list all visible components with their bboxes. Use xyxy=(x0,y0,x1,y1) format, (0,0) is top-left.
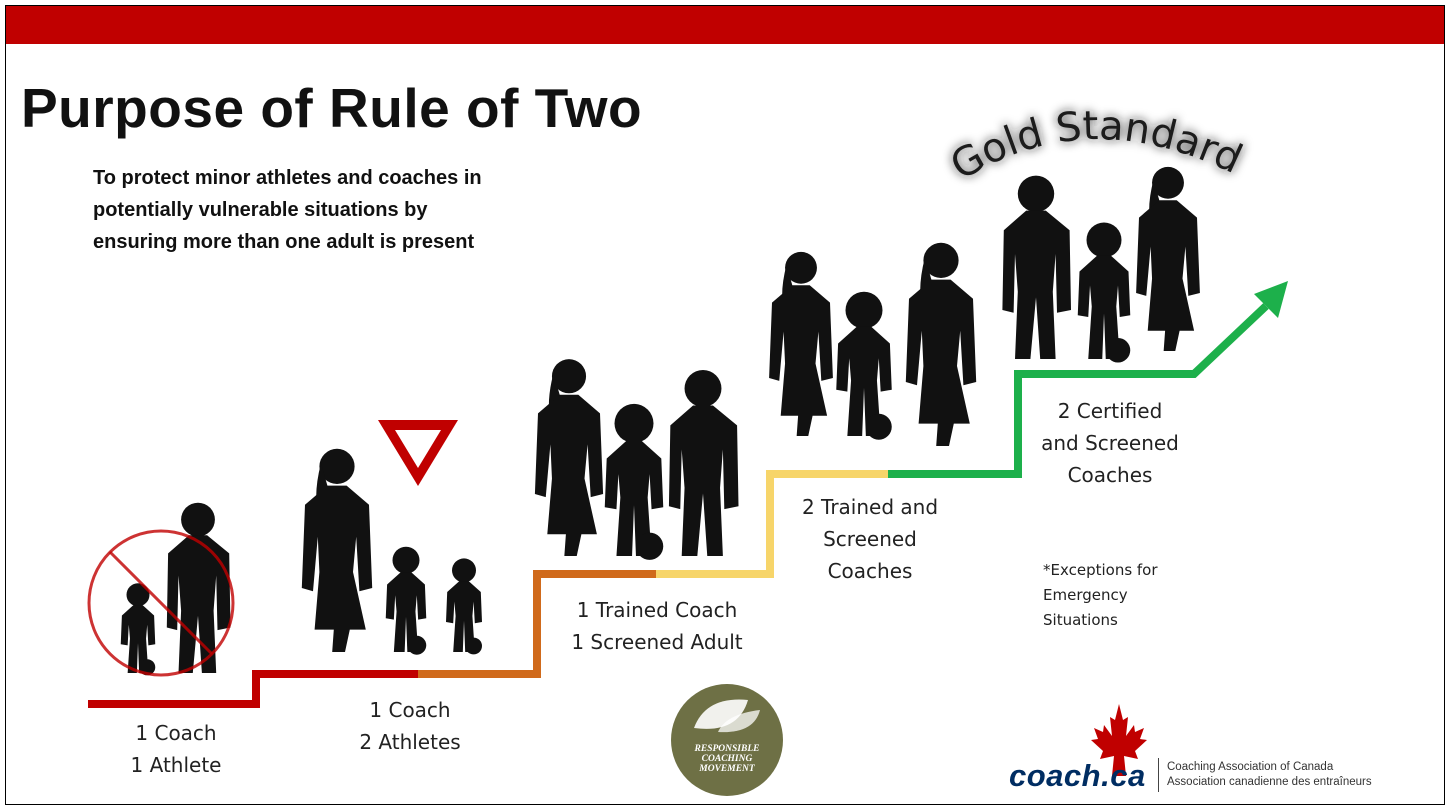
gold-standard-label: Gold Standard xyxy=(943,103,1249,189)
step-line: 2 Trained and xyxy=(801,495,939,519)
staircase-line xyxy=(88,303,1269,708)
leaf-icon xyxy=(694,699,748,729)
exceptions-line: Situations xyxy=(1043,611,1118,629)
purpose-line: ensuring more than one adult is present xyxy=(93,231,475,253)
no-entry-icon xyxy=(87,529,235,677)
purpose-line: To protect minor athletes and coaches in xyxy=(93,167,482,189)
step-label-5: 2 Certified and Screened Coaches xyxy=(1028,395,1192,491)
maple-leaf-icon xyxy=(1091,704,1147,776)
exceptions-line: Emergency xyxy=(1043,586,1128,604)
step-line: Coaches xyxy=(827,559,913,583)
step-label-3: 1 Trained Coach 1 Screened Adult xyxy=(552,594,762,658)
coach-ca-logo: coach.ca xyxy=(1009,758,1146,793)
silhouettes-step-4 xyxy=(769,242,977,446)
rcm-badge xyxy=(671,684,783,796)
step-line: 2 Certified xyxy=(1057,399,1163,423)
slide: Purpose of Rule of Two To protect minor … xyxy=(5,5,1445,805)
purpose-statement: To protect minor athletes and coaches in… xyxy=(93,162,482,258)
arrow-up-right-icon xyxy=(1254,281,1288,318)
org-name-fr: Association canadienne des entraîneurs xyxy=(1167,776,1372,788)
step-line: 1 Coach xyxy=(369,698,451,722)
step-line: Screened xyxy=(823,527,917,551)
step-line: and Screened xyxy=(1041,431,1179,455)
silhouettes-step-2 xyxy=(301,448,482,655)
silhouettes-step-5 xyxy=(1002,166,1200,363)
rcm-badge-text: RESPONSIBLE COACHING MOVEMENT xyxy=(666,744,788,774)
exceptions-line: *Exceptions for xyxy=(1043,561,1158,579)
step-line: 1 Trained Coach xyxy=(576,598,738,622)
step-line: Coaches xyxy=(1067,463,1153,487)
logo-divider xyxy=(1158,758,1159,792)
yield-sign-icon xyxy=(378,420,458,486)
staircase-diagram: Gold Standard xyxy=(87,103,1288,796)
rcm-line: COACHING xyxy=(701,754,753,764)
step-line: 1 Screened Adult xyxy=(571,630,743,654)
rcm-line: MOVEMENT xyxy=(699,764,755,774)
purpose-line: potentially vulnerable situations by xyxy=(93,199,428,221)
exceptions-note: *Exceptions for Emergency Situations xyxy=(1043,558,1158,633)
top-banner xyxy=(6,6,1444,44)
step-label-1: 1 Coach 1 Athlete xyxy=(118,717,234,781)
step-label-2: 1 Coach 2 Athletes xyxy=(348,694,472,758)
rcm-line: RESPONSIBLE xyxy=(694,744,760,754)
silhouettes-step-1 xyxy=(120,502,231,676)
org-name-en: Coaching Association of Canada xyxy=(1167,761,1334,773)
org-name: Coaching Association of Canada Associati… xyxy=(1167,760,1372,790)
step-label-4: 2 Trained and Screened Coaches xyxy=(784,491,956,587)
step-line: 1 Athlete xyxy=(130,753,222,777)
step-line: 1 Coach xyxy=(135,721,217,745)
page-title: Purpose of Rule of Two xyxy=(21,77,643,139)
step-line: 2 Athletes xyxy=(359,730,461,754)
silhouettes-step-3 xyxy=(534,359,739,560)
